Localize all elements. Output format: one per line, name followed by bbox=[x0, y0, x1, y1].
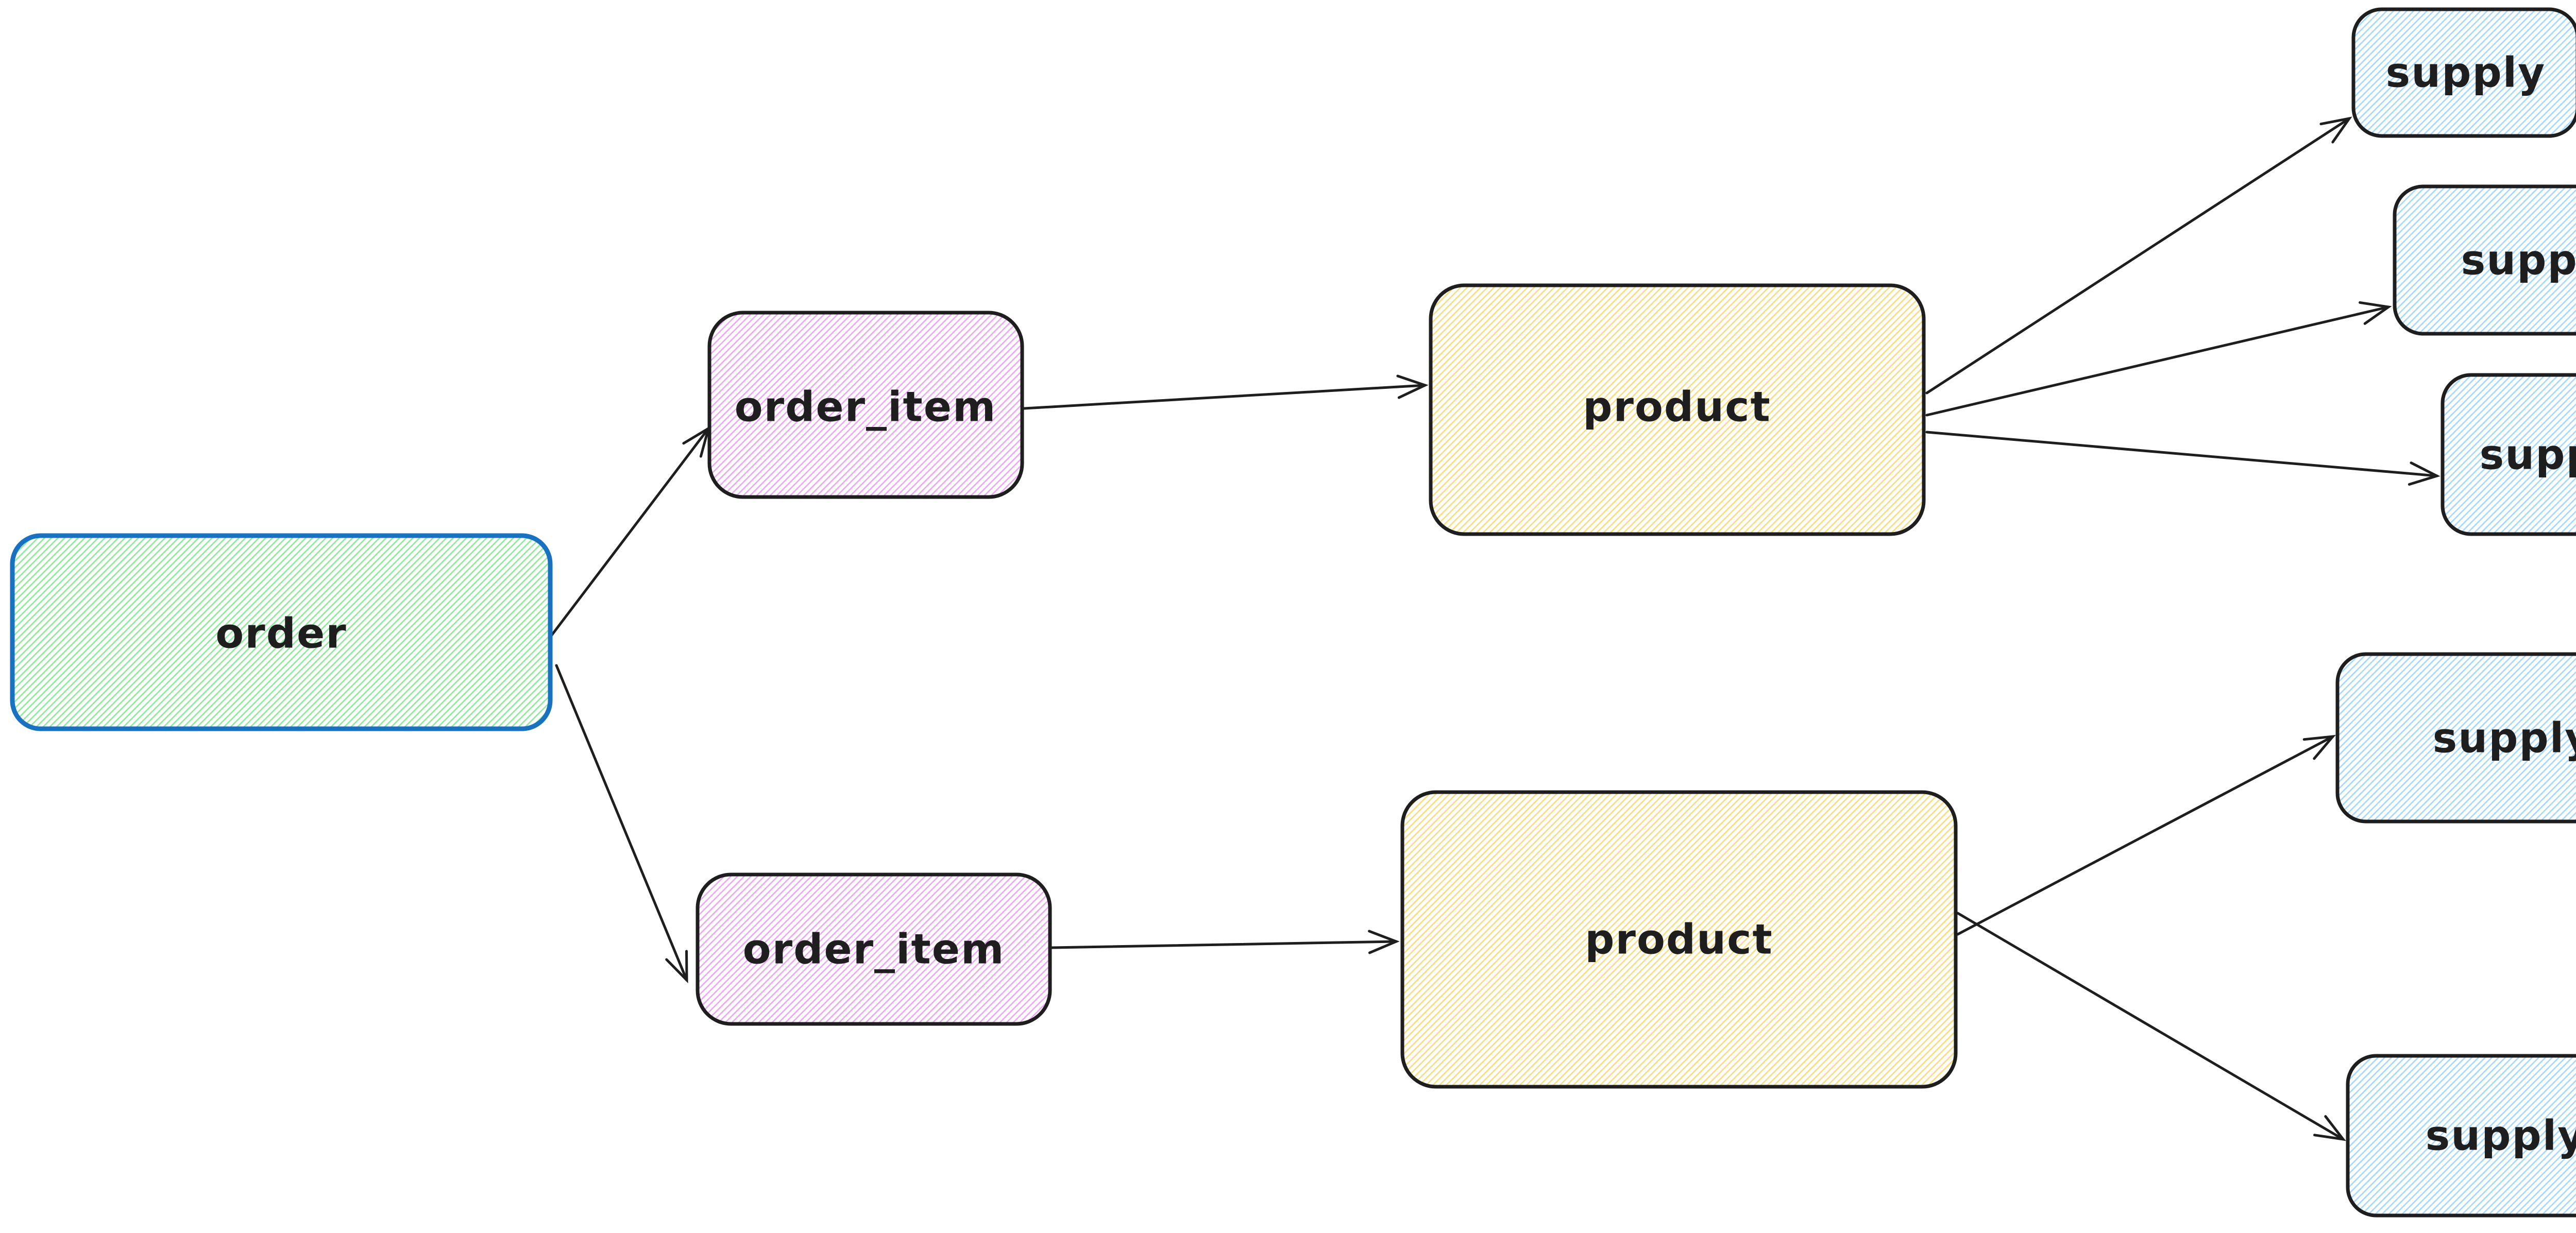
node-rect bbox=[2335, 652, 2576, 824]
arrow-line bbox=[555, 664, 688, 984]
node-product-1[interactable]: product bbox=[1429, 283, 1926, 536]
node-supply-5[interactable]: supply bbox=[2346, 1054, 2576, 1218]
arrow-line bbox=[1023, 374, 1429, 410]
node-rect bbox=[707, 311, 1024, 499]
node-supply-2[interactable]: supply bbox=[2393, 184, 2576, 336]
arrow-line bbox=[1925, 116, 2352, 395]
node-label: product bbox=[1583, 383, 1771, 431]
node-label: order bbox=[215, 610, 347, 658]
arrow-product-1-to-supply-2[interactable] bbox=[1925, 301, 2392, 417]
arrow-line bbox=[1956, 734, 2336, 936]
node-label: supply bbox=[2386, 49, 2546, 97]
node-label: order_item bbox=[735, 383, 997, 431]
node-label: supply bbox=[2461, 236, 2576, 284]
arrow-product-1-to-supply-3[interactable] bbox=[1925, 431, 2441, 486]
node-order-item-1[interactable]: order_item bbox=[707, 311, 1024, 499]
node-label: order_item bbox=[743, 926, 1005, 973]
node-rect bbox=[2351, 7, 2576, 138]
node-label: supply bbox=[2433, 714, 2576, 762]
arrow-product-2-to-supply-4[interactable] bbox=[1956, 734, 2336, 936]
arrow-line bbox=[1956, 912, 2346, 1141]
node-product-2[interactable]: product bbox=[1400, 790, 1958, 1089]
node-label: supply bbox=[2426, 1112, 2576, 1160]
arrow-line bbox=[1050, 930, 1400, 954]
node-rect bbox=[2346, 1054, 2576, 1218]
node-supply-1[interactable]: supply bbox=[2351, 7, 2576, 138]
arrow-line bbox=[1925, 301, 2392, 417]
node-order[interactable]: order bbox=[10, 533, 553, 731]
arrow-order-item-1-to-product-1[interactable] bbox=[1023, 374, 1429, 410]
arrow-line bbox=[549, 425, 711, 639]
arrow-product-2-to-supply-5[interactable] bbox=[1956, 912, 2346, 1141]
node-supply-3[interactable]: supply bbox=[2441, 373, 2576, 536]
arrow-order-to-order-item-1[interactable] bbox=[549, 425, 711, 639]
node-rect bbox=[1429, 283, 1926, 536]
node-rect bbox=[10, 533, 553, 731]
node-label: supply bbox=[2480, 431, 2576, 479]
arrow-product-1-to-supply-1[interactable] bbox=[1925, 116, 2352, 395]
node-rect bbox=[2393, 184, 2576, 336]
node-order-item-2[interactable]: order_item bbox=[696, 872, 1052, 1026]
node-supply-4[interactable]: supply bbox=[2335, 652, 2576, 824]
arrow-order-item-2-to-product-2[interactable] bbox=[1050, 930, 1400, 954]
node-rect bbox=[1400, 790, 1958, 1089]
arrow-order-to-order-item-2[interactable] bbox=[555, 664, 688, 984]
node-label: product bbox=[1585, 916, 1773, 964]
node-rect bbox=[2441, 373, 2576, 536]
arrow-line bbox=[1925, 431, 2441, 486]
node-rect bbox=[696, 872, 1052, 1026]
